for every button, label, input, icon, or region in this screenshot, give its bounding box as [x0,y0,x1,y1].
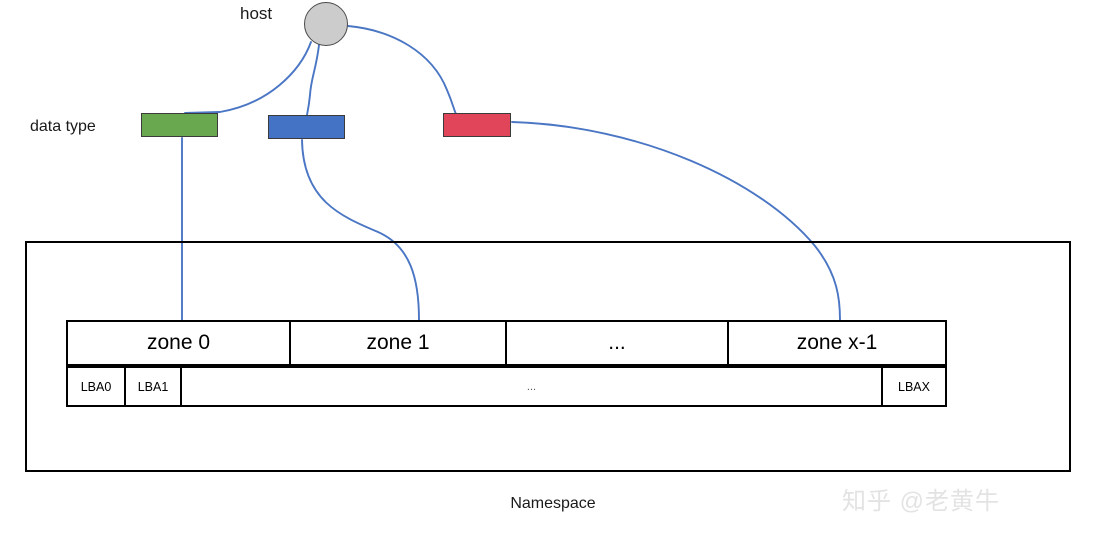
namespace-caption: Namespace [510,495,596,512]
zhihu-watermark: 知乎 @老黄牛 [842,488,1001,515]
zone-cell[interactable]: zone 0 [68,322,291,364]
host-node[interactable] [304,2,348,46]
host-label: host [240,4,273,23]
lba-strip: LBA0 LBA1 ... LBAX [66,366,947,407]
zone-strip: zone 0 zone 1 ... zone x-1 [66,320,947,366]
lba-cell: ... [182,368,883,405]
namespace-container [25,241,1071,472]
lba-cell[interactable]: LBA0 [68,368,126,405]
connector-host-to-blue [306,44,320,116]
zone-cell[interactable]: zone 1 [291,322,507,364]
data-type-chip-blue[interactable] [268,115,345,139]
zone-cell[interactable]: zone x-1 [729,322,945,364]
connector-host-to-green [184,41,312,114]
data-type-chip-red[interactable] [443,113,511,137]
data-type-label: data type [30,118,96,135]
lba-cell[interactable]: LBAX [883,368,945,405]
connector-host-to-red [347,25,457,115]
data-type-chip-green[interactable] [141,113,218,137]
lba-cell[interactable]: LBA1 [126,368,182,405]
zone-cell[interactable]: ... [507,322,729,364]
